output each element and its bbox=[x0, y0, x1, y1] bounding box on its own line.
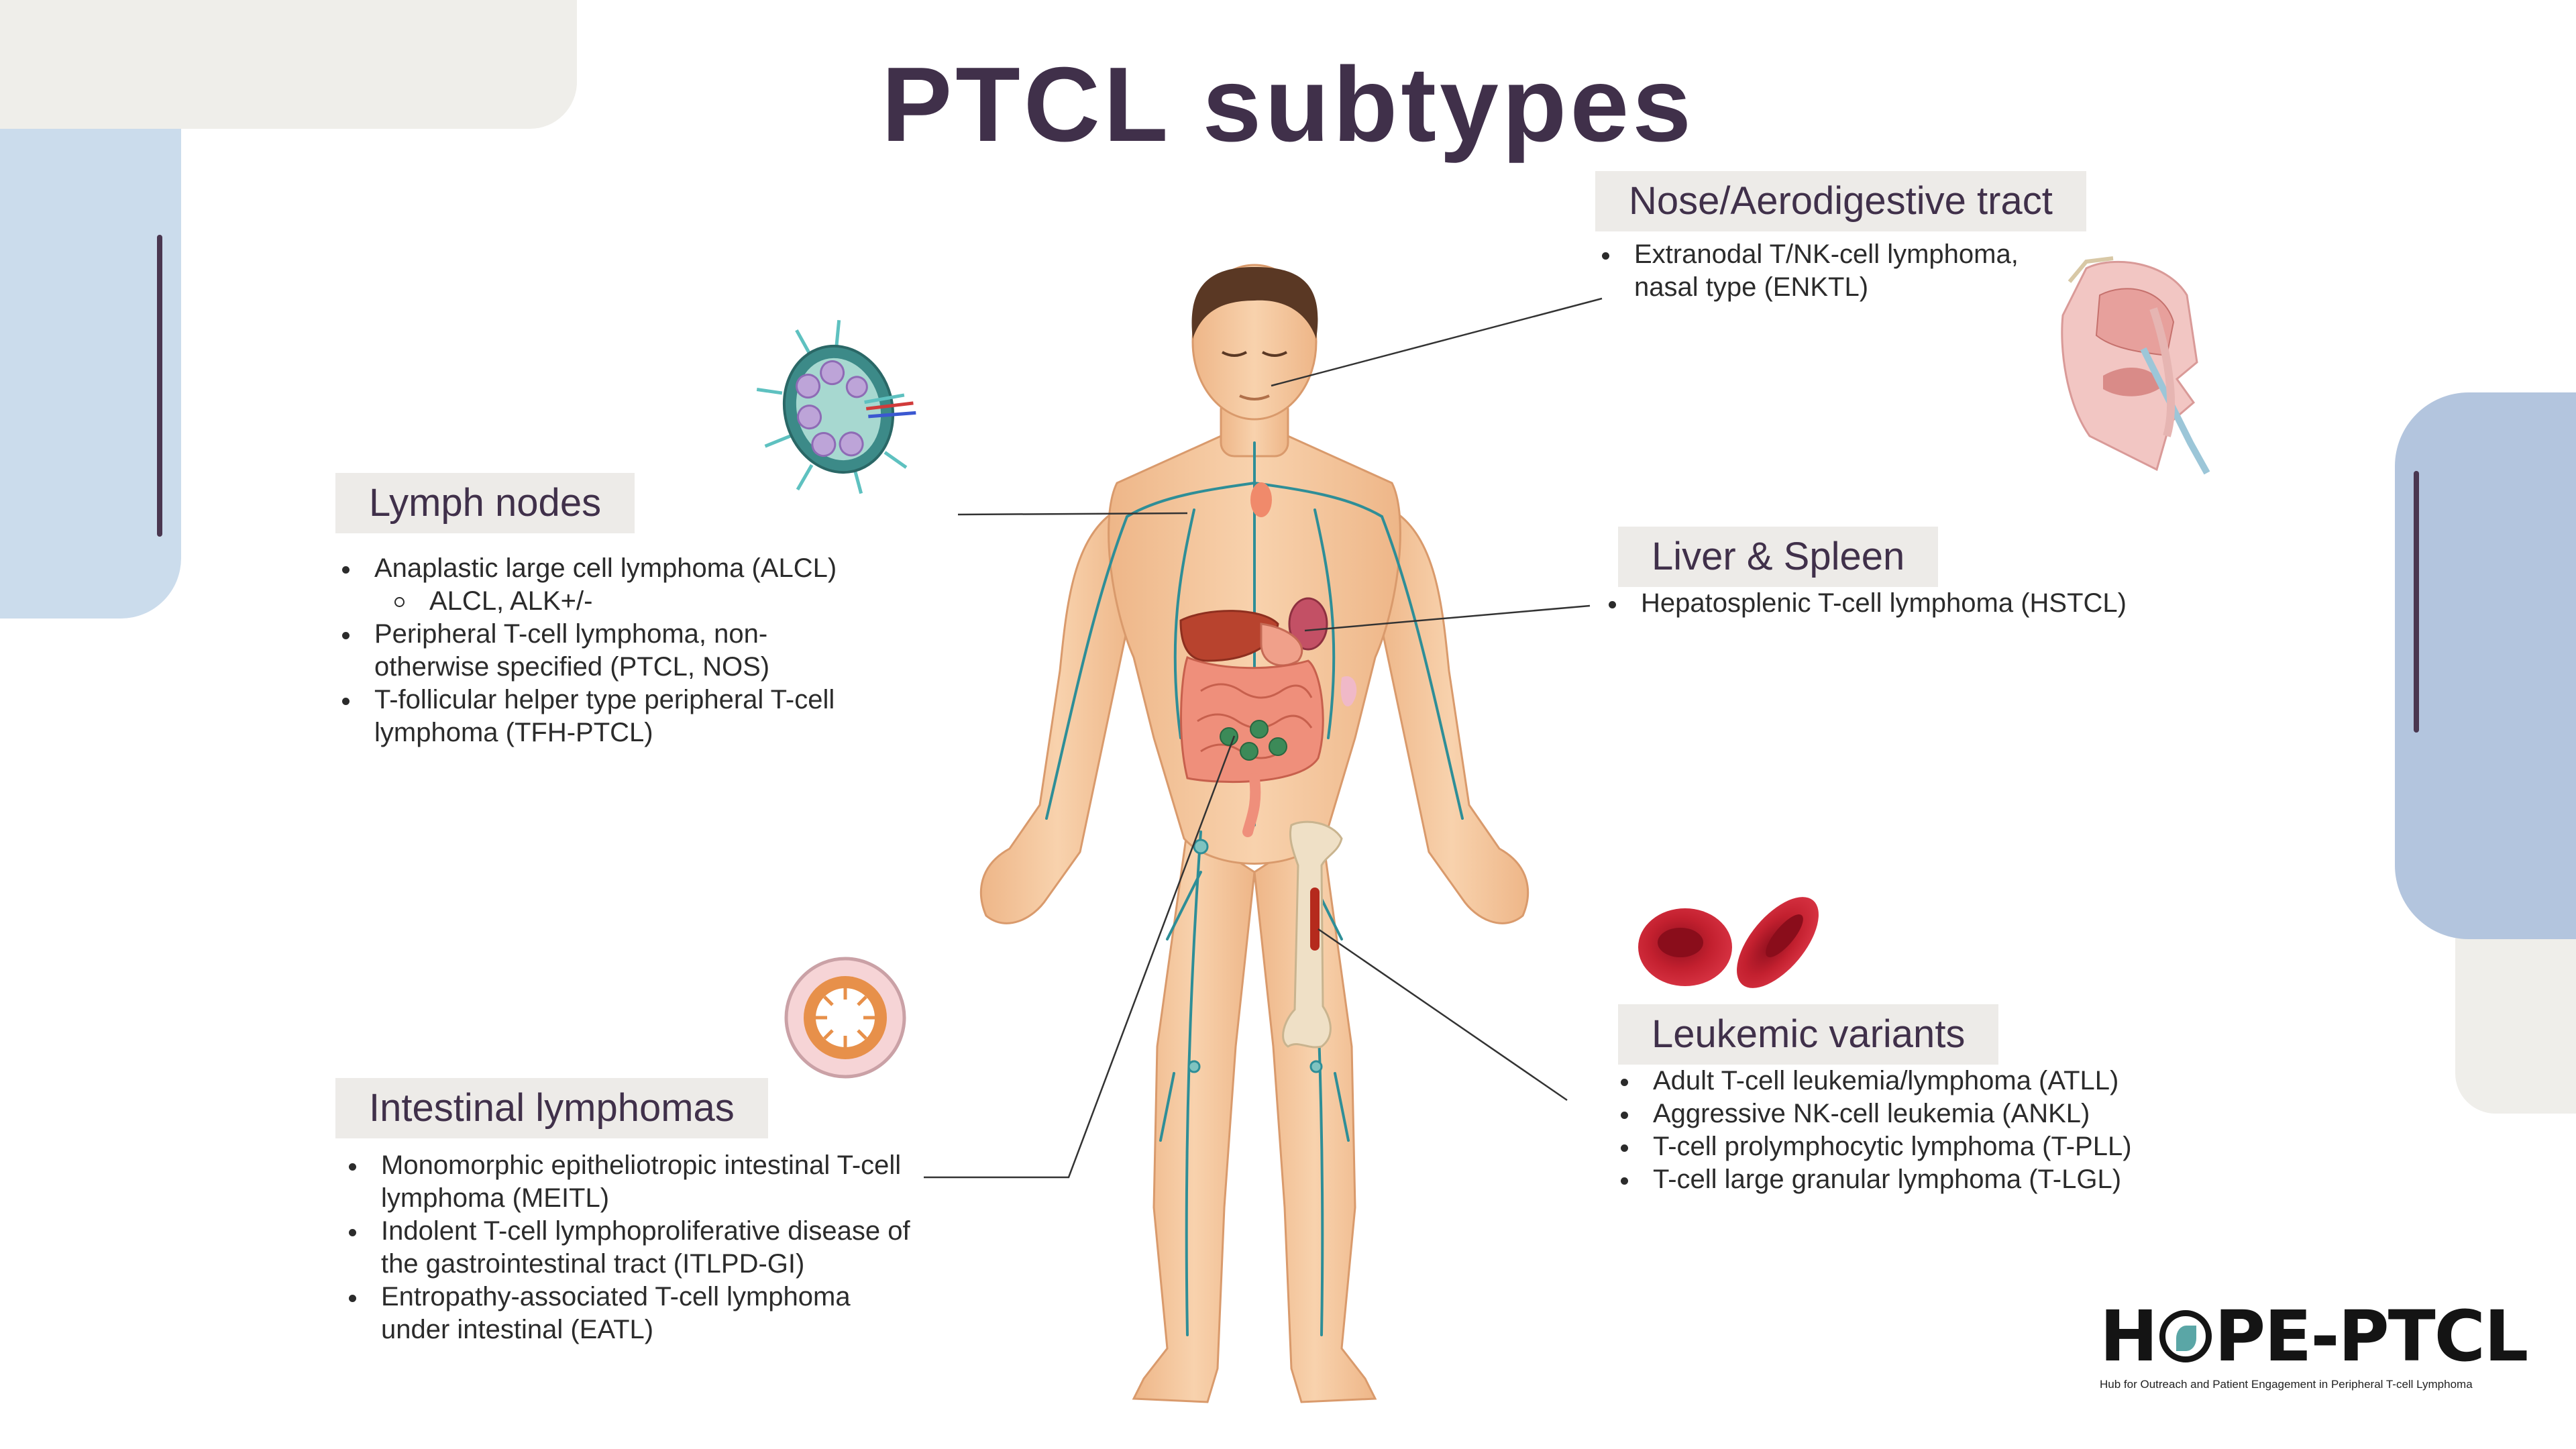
nasal-cavity-icon bbox=[2061, 256, 2210, 475]
heading-nose: Nose/Aerodigestive tract bbox=[1595, 171, 2086, 231]
list-leukemic: Adult T-cell leukemia/lymphoma (ATLL) Ag… bbox=[1614, 1065, 2222, 1196]
human-body-illustration bbox=[979, 264, 1529, 1403]
list-item: Entropathy-associated T-cell lymphoma un… bbox=[342, 1281, 918, 1346]
list-nose: Extranodal T/NK-cell lymphoma, nasal typ… bbox=[1595, 238, 2199, 304]
section-liver-spleen: Liver & Spleen Hepatosplenic T-cell lymp… bbox=[1609, 527, 2222, 620]
leaf-o-icon bbox=[2159, 1310, 2212, 1362]
heading-leukemic: Leukemic variants bbox=[1618, 1004, 1999, 1065]
list-lymph-nodes: Anaplastic large cell lymphoma (ALCL) AL… bbox=[335, 552, 939, 749]
list-intestinal: Monomorphic epitheliotropic intestinal T… bbox=[342, 1149, 939, 1346]
section-nose: Nose/Aerodigestive tract Extranodal T/NK… bbox=[1595, 171, 2199, 304]
list-item: Peripheral T-cell lymphoma, non-otherwis… bbox=[335, 618, 804, 684]
heading-intestinal: Intestinal lymphomas bbox=[335, 1078, 768, 1138]
page-title: PTCL subtypes bbox=[881, 46, 1695, 164]
list-item: T-follicular helper type peripheral T-ce… bbox=[335, 684, 898, 749]
lymph-node-icon bbox=[756, 320, 916, 494]
list-item: Anaplastic large cell lymphoma (ALCL) bbox=[335, 552, 939, 585]
logo-text-end: PE-PTCL bbox=[2214, 1295, 2528, 1377]
list-item: Extranodal T/NK-cell lymphoma, nasal typ… bbox=[1595, 238, 2050, 304]
heading-lymph-nodes: Lymph nodes bbox=[335, 473, 635, 533]
decor-top-left-panel bbox=[0, 0, 577, 129]
logo-text-start: H bbox=[2100, 1295, 2158, 1377]
list-item: T-cell large granular lymphoma (T-LGL) bbox=[1614, 1163, 2222, 1196]
list-item: Adult T-cell leukemia/lymphoma (ATLL) bbox=[1614, 1065, 2222, 1097]
red-blood-cells-icon bbox=[1638, 897, 1819, 988]
decor-left-blue-panel bbox=[0, 129, 181, 619]
list-subitem: ALCL, ALK+/- bbox=[335, 585, 939, 618]
intestine-cross-section-icon bbox=[784, 957, 906, 1079]
decor-right-bar bbox=[2414, 471, 2419, 733]
hope-ptcl-logo: H PE-PTCL Hub for Outreach and Patient E… bbox=[2100, 1301, 2529, 1391]
list-item: Hepatosplenic T-cell lymphoma (HSTCL) bbox=[1602, 587, 2222, 620]
list-item: T-cell prolymphocytic lymphoma (T-PLL) bbox=[1614, 1130, 2222, 1163]
section-leukemic: Leukemic variants Adult T-cell leukemia/… bbox=[1618, 1004, 2222, 1196]
decor-left-bar bbox=[157, 235, 162, 537]
decor-right-gray-panel bbox=[2455, 912, 2576, 1114]
logo-subtitle: Hub for Outreach and Patient Engagement … bbox=[2100, 1378, 2473, 1391]
decor-right-blue-panel bbox=[2395, 392, 2576, 939]
list-liver-spleen: Hepatosplenic T-cell lymphoma (HSTCL) bbox=[1609, 587, 2222, 620]
connector-lines bbox=[924, 297, 1603, 1179]
list-item: Aggressive NK-cell leukemia (ANKL) bbox=[1614, 1097, 2222, 1130]
logo-wordmark: H PE-PTCL bbox=[2100, 1301, 2529, 1371]
section-intestinal: Intestinal lymphomas Monomorphic epithel… bbox=[335, 1078, 939, 1346]
section-lymph-nodes: Lymph nodes Anaplastic large cell lympho… bbox=[335, 473, 939, 749]
list-item: Indolent T-cell lymphoproliferative dise… bbox=[342, 1215, 918, 1281]
list-item: Monomorphic epitheliotropic intestinal T… bbox=[342, 1149, 918, 1215]
heading-liver-spleen: Liver & Spleen bbox=[1618, 527, 1939, 587]
